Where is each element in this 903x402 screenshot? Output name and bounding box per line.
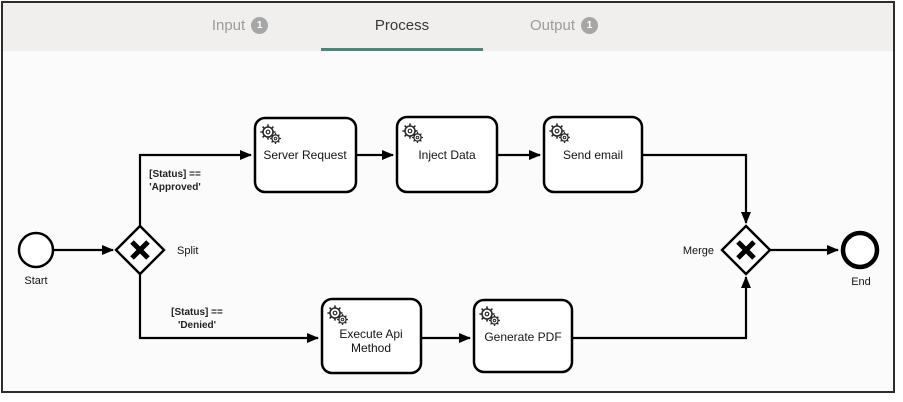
input-count-badge: 1 bbox=[251, 17, 269, 34]
task-server-request[interactable] bbox=[253, 116, 358, 194]
tabbar: Input 1 Process Output 1 bbox=[3, 3, 893, 51]
start-event-label: Start bbox=[24, 275, 47, 287]
end-event[interactable] bbox=[840, 230, 880, 270]
task-server-request-label: Server Request bbox=[263, 148, 347, 162]
task-inject-data[interactable] bbox=[395, 115, 499, 194]
condition-approved-line2: 'Approved' bbox=[149, 182, 200, 193]
tab-process-label: Process bbox=[374, 17, 430, 34]
task-inject-data-label: Inject Data bbox=[418, 148, 476, 162]
flow-split-to-execute-api bbox=[138, 273, 319, 343]
flow-generate-pdf-to-merge bbox=[572, 276, 751, 340]
tab-output-label: Output bbox=[529, 17, 576, 34]
tab-process[interactable]: Process bbox=[321, 3, 483, 51]
workflow-window: Input 1 Process Output 1 bbox=[1, 1, 895, 393]
condition-denied-line1: [Status] == bbox=[171, 307, 223, 318]
condition-approved-line1: [Status] == bbox=[149, 169, 201, 180]
workflow-diagram: Start Split [Status] == 'Approved' [Stat… bbox=[17, 115, 880, 375]
end-event-label: End bbox=[851, 276, 871, 288]
split-gateway-label: Split bbox=[177, 245, 198, 257]
task-send-email-label: Send email bbox=[563, 148, 623, 162]
task-generate-pdf-label: Generate PDF bbox=[484, 330, 561, 344]
exclusive-gateway-x-icon bbox=[736, 240, 756, 260]
task-execute-api-method-label-line2: Method bbox=[351, 341, 391, 355]
diagram-canvas: Start Split [Status] == 'Approved' [Stat… bbox=[3, 51, 893, 391]
merge-gateway-label: Merge bbox=[683, 245, 714, 257]
flow-split-to-server-request bbox=[138, 150, 252, 227]
output-count-badge: 1 bbox=[581, 17, 599, 34]
task-execute-api-method-label-line1: Execute Api bbox=[339, 327, 402, 341]
task-send-email[interactable] bbox=[542, 115, 644, 194]
tab-input-label: Input bbox=[211, 17, 246, 34]
task-execute-api-method[interactable] bbox=[320, 297, 423, 375]
exclusive-gateway-x-icon bbox=[130, 240, 150, 260]
tab-input[interactable]: Input 1 bbox=[159, 3, 321, 51]
tab-output[interactable]: Output 1 bbox=[483, 3, 645, 51]
task-generate-pdf[interactable] bbox=[472, 298, 574, 374]
start-event[interactable] bbox=[17, 231, 55, 269]
flow-send-email-to-merge bbox=[642, 153, 751, 224]
condition-denied-line2: 'Denied' bbox=[178, 320, 216, 331]
